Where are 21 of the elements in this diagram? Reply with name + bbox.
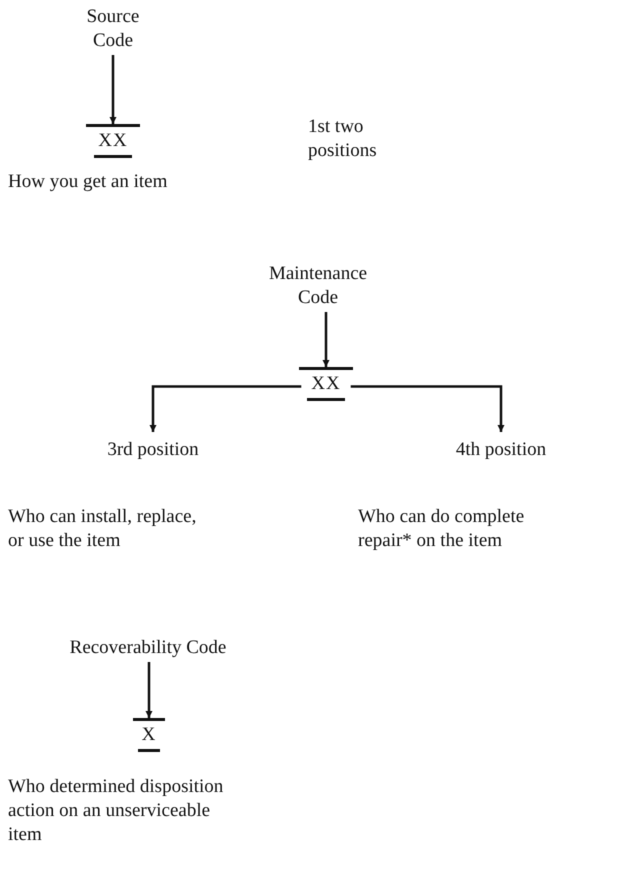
arrow xyxy=(146,662,152,718)
code-heading: 4th position xyxy=(454,438,548,462)
description-text: 1st two positions xyxy=(308,115,378,163)
code-placeholder: X xyxy=(138,723,160,752)
code-heading: Source Code xyxy=(86,5,140,53)
description-text: Who can do complete repair* on the item xyxy=(358,505,526,553)
code-heading: Maintenance Code xyxy=(268,262,368,310)
arrow xyxy=(150,385,302,432)
code-heading: Recoverability Code xyxy=(68,636,228,660)
arrow xyxy=(322,312,330,367)
description-text: Who determined disposition action on an unserviceable item xyxy=(8,775,224,847)
code-placeholder: XX xyxy=(94,129,132,158)
code-heading: 3rd position xyxy=(106,438,200,462)
description-text: Who can install, replace, or use the item xyxy=(8,505,198,553)
arrow xyxy=(350,385,504,432)
code-field xyxy=(133,718,165,752)
code-field xyxy=(86,124,140,158)
code-placeholder: XX xyxy=(307,372,345,401)
code-field xyxy=(299,367,353,401)
description-text: How you get an item xyxy=(8,170,168,194)
arrow xyxy=(110,55,116,124)
